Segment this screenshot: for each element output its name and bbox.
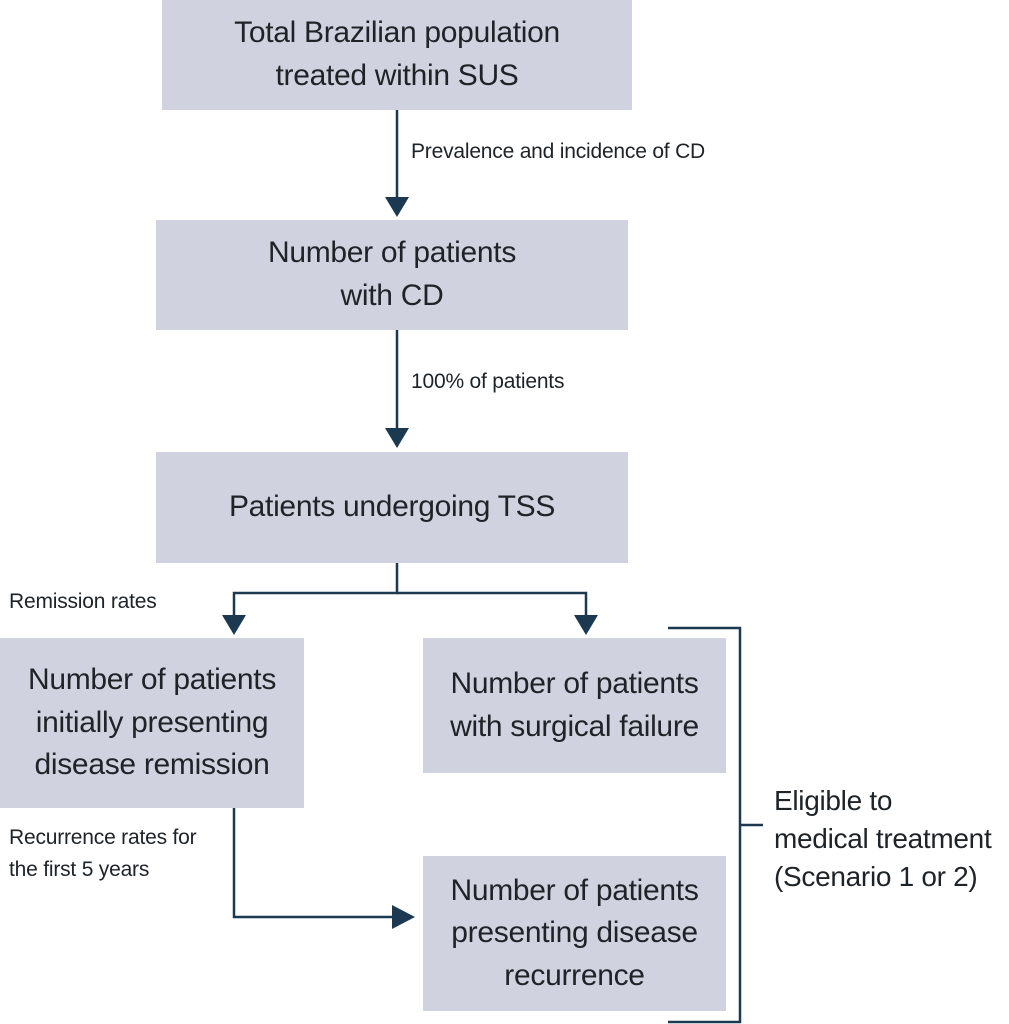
label-eligible-medical-treatment: Eligible to medical treatment (Scenario … bbox=[774, 785, 992, 893]
box-total-population: Total Brazilian population treated withi… bbox=[162, 0, 632, 110]
label-recurrence-rates: Recurrence rates for the first 5 years bbox=[9, 826, 197, 881]
box-surgical-failure: Number of patients with surgical failure bbox=[423, 638, 726, 773]
box-patients-undergoing-tss: Patients undergoing TSS bbox=[156, 452, 628, 563]
connector-tss-split-right bbox=[397, 591, 588, 615]
box-initial-remission: Number of patients initially presenting … bbox=[0, 638, 304, 808]
arrow-remission-to-recurrence bbox=[232, 808, 392, 919]
arrowhead-recurrence bbox=[392, 905, 415, 929]
box-patients-with-cd: Number of patients with CD bbox=[156, 220, 628, 330]
arrowhead-surgical-failure bbox=[574, 615, 598, 635]
label-remission-rates: Remission rates bbox=[9, 590, 157, 613]
connector-tss-split bbox=[232, 563, 399, 615]
box-disease-recurrence: Number of patients presenting disease re… bbox=[423, 856, 726, 1011]
arrowhead-remission bbox=[222, 615, 246, 635]
arrowhead-cd bbox=[385, 197, 409, 217]
label-all-patients: 100% of patients bbox=[411, 370, 565, 393]
label-prevalence-incidence: Prevalence and incidence of CD bbox=[411, 140, 706, 163]
arrowhead-tss bbox=[385, 428, 409, 448]
